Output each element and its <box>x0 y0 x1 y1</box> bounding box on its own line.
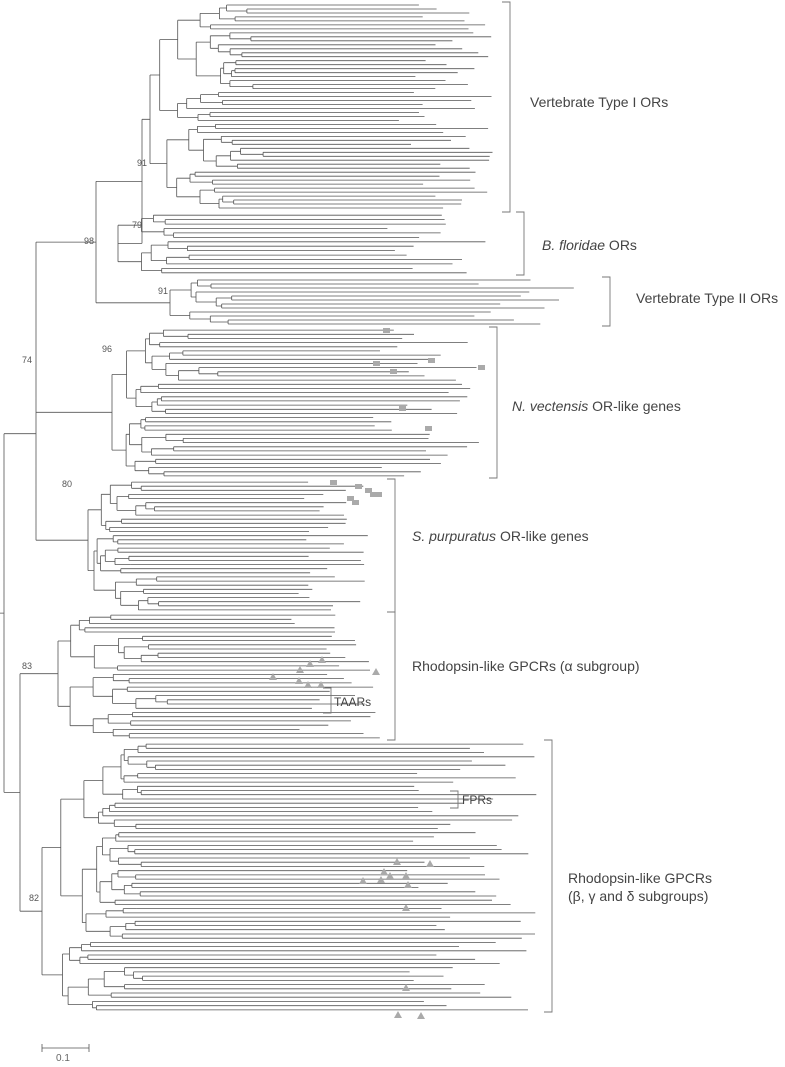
tree-branches <box>0 4 574 1011</box>
triangle-marker <box>359 877 367 884</box>
triangle-marker <box>393 858 401 865</box>
triangle-marker <box>380 868 388 875</box>
triangle-marker <box>386 872 394 879</box>
bootstrap-98: 98 <box>84 236 95 246</box>
clade-brackets <box>323 1 611 1013</box>
label-taars: TAARs <box>334 695 372 709</box>
scale-bar <box>41 1044 90 1052</box>
triangle-marker <box>295 677 303 684</box>
square-marker <box>373 361 380 366</box>
bootstrap-83: 83 <box>22 661 33 671</box>
bootstrap-82: 82 <box>29 893 40 903</box>
triangle-marker <box>317 681 325 688</box>
square-marker <box>352 500 359 505</box>
triangle-marker <box>372 668 380 675</box>
bracket-taars <box>323 687 332 714</box>
triangle-marker <box>404 881 412 888</box>
square-marker <box>330 480 337 485</box>
label-bfloridae: B. floridae ORs <box>542 237 637 254</box>
label-vertebrate-type2: Vertebrate Type II ORs <box>636 290 779 306</box>
triangle-marker <box>296 666 304 673</box>
bracket-bfloridae <box>516 211 525 276</box>
label-spurpuratus-species: S. purpuratus <box>412 528 497 544</box>
triangle-marker <box>306 660 314 667</box>
triangle-marker <box>417 1012 425 1019</box>
triangle-marker <box>426 860 434 867</box>
label-fprs: FPRs <box>462 793 492 807</box>
label-bfloridae-suffix: ORs <box>605 237 637 253</box>
bootstrap-91-type2: 91 <box>158 286 169 296</box>
square-marker <box>399 406 406 411</box>
bracket-fprs <box>450 790 459 809</box>
bootstrap-96: 96 <box>102 344 113 354</box>
label-bfloridae-species: B. floridae <box>542 237 606 253</box>
scale-bar-label: 0.1 <box>56 1053 70 1064</box>
label-nvectensis: N. vectensis OR-like genes <box>512 398 681 415</box>
branch-lines <box>0 4 574 1011</box>
label-nvectensis-suffix: OR-like genes <box>588 398 681 414</box>
label-spurpuratus-suffix: OR-like genes <box>496 528 589 544</box>
bootstrap-91-type1: 91 <box>137 158 148 168</box>
square-marker <box>425 426 432 431</box>
square-marker <box>375 492 382 497</box>
triangle-marker <box>304 681 312 688</box>
triangle-marker <box>402 904 410 911</box>
triangle-marker <box>377 876 385 883</box>
label-rhodopsin-alpha: Rhodopsin-like GPCRs (α subgroup) <box>412 658 640 674</box>
square-marker <box>355 484 362 489</box>
label-vertebrate-type1: Vertebrate Type I ORs <box>530 94 669 110</box>
bracket-vertebrate-type1 <box>502 1 511 213</box>
square-marker <box>347 496 354 501</box>
bracket-spurpuratus <box>387 478 396 613</box>
triangle-marker <box>318 656 326 663</box>
square-marker <box>428 358 435 363</box>
label-rhodopsin-bgd-line1: Rhodopsin-like GPCRs <box>568 870 712 886</box>
label-rhodopsin-bgd-line2: (β, γ and δ subgroups) <box>568 888 709 904</box>
bootstrap-80: 80 <box>62 479 73 489</box>
label-spurpuratus: S. purpuratus OR-like genes <box>412 528 589 545</box>
species-markers <box>269 328 485 1019</box>
bootstrap-79: 79 <box>132 220 143 230</box>
bootstrap-74: 74 <box>22 355 33 365</box>
square-marker <box>370 492 377 497</box>
bracket-rhodopsin-bgd <box>544 739 553 1013</box>
triangle-marker <box>402 984 410 991</box>
bracket-nvectensis <box>489 326 498 479</box>
square-marker <box>365 488 372 493</box>
bracket-rhodopsin-alpha <box>387 611 396 741</box>
square-marker <box>390 369 397 374</box>
square-marker <box>383 328 390 333</box>
square-marker <box>478 365 485 370</box>
triangle-marker <box>394 1011 402 1018</box>
bracket-vertebrate-type2 <box>602 276 611 327</box>
label-nvectensis-species: N. vectensis <box>512 398 589 414</box>
triangle-marker <box>402 872 410 879</box>
triangle-marker <box>269 673 277 680</box>
